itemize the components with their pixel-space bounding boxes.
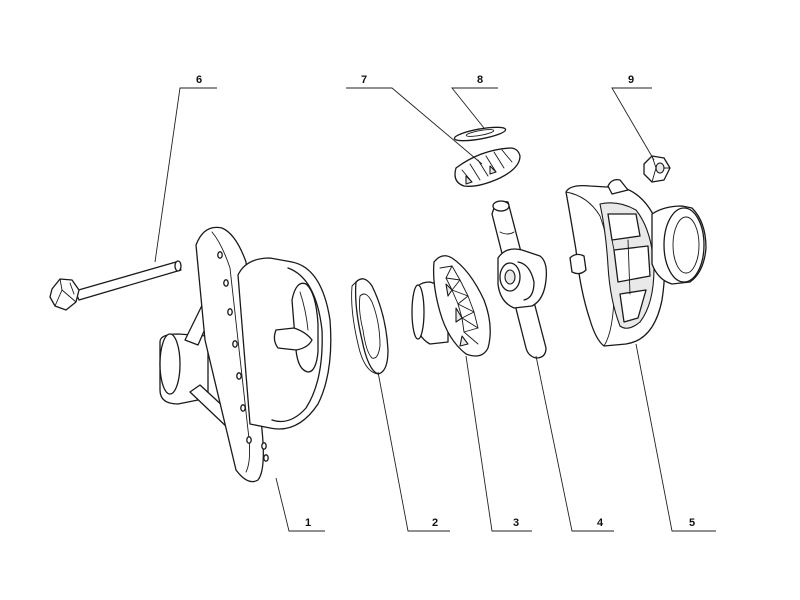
leader-4 (535, 355, 614, 532)
part-7-pinion-gear (454, 147, 521, 187)
part-6-bolt (49, 260, 182, 311)
callout-2: 2 (432, 517, 438, 529)
leader-lines (154, 87, 716, 532)
callout-5: 5 (689, 517, 695, 529)
callout-8: 8 (477, 74, 483, 86)
callout-6: 6 (196, 74, 202, 86)
callout-4: 4 (597, 517, 604, 529)
callout-3: 3 (513, 517, 519, 529)
part-8-pinion-washer (453, 126, 507, 142)
leader-7 (346, 87, 483, 165)
callout-7: 7 (361, 74, 367, 86)
part-4-cross-shaft (491, 200, 548, 359)
leader-9 (611, 87, 655, 161)
leader-3 (465, 355, 532, 532)
part-9-nut (643, 155, 671, 183)
callout-1: 1 (305, 517, 311, 529)
part-2-thrust-washer (351, 278, 389, 375)
callout-labels: 6 7 8 9 1 2 3 4 5 (196, 74, 695, 529)
leader-8 (451, 87, 498, 129)
leader-6 (154, 87, 217, 263)
part-1-flanged-housing (159, 226, 332, 483)
part-5-case-half (565, 178, 707, 347)
callout-9: 9 (628, 74, 634, 86)
leader-2 (377, 371, 450, 532)
leader-5 (635, 343, 716, 532)
leader-1 (275, 477, 325, 532)
part-3-side-gear (411, 255, 491, 357)
